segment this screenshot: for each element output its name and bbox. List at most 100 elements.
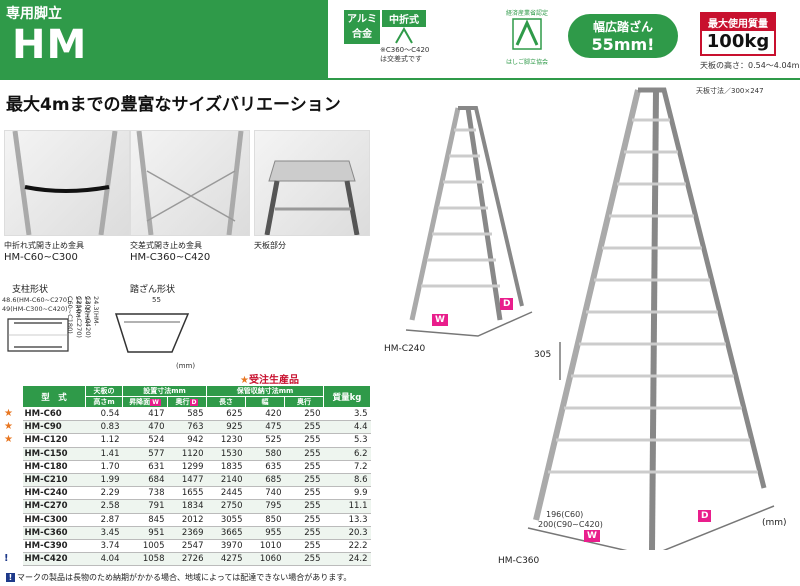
- table-cell-l: 1230: [206, 433, 246, 448]
- table-cell-kg: 4.4: [323, 420, 371, 435]
- table-cell-sd: 255: [284, 486, 324, 501]
- table-cell-l: 1530: [206, 447, 246, 461]
- table-cell-d: 2726: [167, 552, 207, 567]
- table-cell-d: 2369: [167, 526, 207, 540]
- table-cell-sd: 255: [284, 539, 324, 554]
- table-cell-sw: 685: [245, 473, 285, 488]
- table-cell-sw: 850: [245, 513, 285, 527]
- made-to-order-star-icon: ★: [4, 434, 13, 446]
- table-cell-l: 1835: [206, 460, 246, 474]
- detail-range-1: HM-C60~C300: [4, 252, 78, 263]
- table-cell-d: 2547: [167, 539, 207, 554]
- pillar-side-1: 24(HM-C60~C180): [66, 296, 82, 334]
- table-cell-w: 951: [122, 526, 168, 540]
- certification-mark: 経済産業省認定 はしご脚立協会: [500, 8, 554, 68]
- table-cell-sw: 525: [245, 433, 285, 448]
- table-cell-model: HM-C420: [22, 552, 86, 567]
- table-cell-model: HM-C60: [22, 407, 86, 422]
- d-tag-c240: D: [500, 298, 514, 310]
- table-cell-model: HM-C300: [22, 513, 86, 527]
- table-cell-h: 1.70: [85, 460, 123, 474]
- th-height-unit: 高さm: [85, 396, 123, 408]
- table-cell-sw: 475: [245, 420, 285, 435]
- footnote-text: マークの製品は長物のため納期がかかる場合、地域によっては配達できない場合がありま…: [17, 573, 352, 582]
- table-cell-kg: 9.9: [323, 486, 371, 501]
- table-cell-model: HM-C360: [22, 526, 86, 540]
- table-cell-h: 0.54: [85, 407, 123, 422]
- table-cell-h: 2.58: [85, 499, 123, 514]
- table-cell-model: HM-C180: [22, 460, 86, 474]
- table-cell-l: 2445: [206, 486, 246, 501]
- table-cell-sd: 255: [284, 473, 324, 488]
- table-cell-w: 417: [122, 407, 168, 422]
- table-cell-sd: 250: [284, 407, 324, 422]
- table-cell-d: 942: [167, 433, 207, 448]
- w-tag-c240: W: [432, 314, 448, 326]
- series-label: 専用脚立: [6, 6, 62, 22]
- d-tag-c360: D: [698, 510, 712, 522]
- aluminum-badge: アルミ 合金: [344, 10, 380, 44]
- th-weight: 質量kg: [323, 385, 371, 408]
- table-cell-kg: 11.1: [323, 499, 371, 514]
- table-cell-d: 763: [167, 420, 207, 435]
- table-cell-sd: 255: [284, 433, 324, 448]
- headline: 最大4mまでの豊富なサイズバリエーション: [6, 95, 341, 115]
- th-span-w-mark: W: [150, 399, 161, 406]
- header-banner: 専用脚立 HM: [0, 0, 328, 80]
- table-cell-model: HM-C120: [22, 433, 86, 448]
- diagram-label-c240: HM-C240: [384, 344, 426, 354]
- th-stored: 保管収納寸法mm: [206, 385, 324, 397]
- table-cell-sd: 255: [284, 513, 324, 527]
- folding-ladder-icon: [395, 26, 413, 44]
- step-width-value: 55mm!: [591, 35, 655, 54]
- step-width-badge: 幅広踏ざん 55mm!: [568, 14, 678, 58]
- detail-photo-folding-lock: [4, 130, 130, 236]
- th-length: 長さ: [206, 396, 246, 408]
- table-cell-d: 1120: [167, 447, 207, 461]
- footnote: !マークの製品は長物のため納期がかかる場合、地域によっては配達できない場合があり…: [6, 572, 351, 583]
- detail-photo-top-plate: [254, 130, 370, 236]
- table-cell-model: HM-C240: [22, 486, 86, 501]
- table-cell-l: 2140: [206, 473, 246, 488]
- top-size: 天板寸法／300×247: [696, 87, 764, 95]
- detail-caption-1: 中折れ式開き止め金具: [4, 241, 84, 250]
- table-cell-d: 2012: [167, 513, 207, 527]
- th-height: 天板の: [85, 385, 123, 397]
- table-cell-sw: 955: [245, 526, 285, 540]
- table-cell-w: 524: [122, 433, 168, 448]
- folding-lock-illustration: [12, 130, 118, 236]
- folding-note-line2: は交差式です: [380, 55, 422, 63]
- table-cell-sw: 580: [245, 447, 285, 461]
- table-cell-model: HM-C210: [22, 473, 86, 488]
- table-cell-l: 3665: [206, 526, 246, 540]
- table-cell-sd: 255: [284, 460, 324, 474]
- table-cell-d: 585: [167, 407, 207, 422]
- table-cell-w: 791: [122, 499, 168, 514]
- table-cell-l: 3055: [206, 513, 246, 527]
- step-shape-label: 踏ざん形状: [130, 285, 176, 295]
- table-cell-w: 738: [122, 486, 168, 501]
- table-cell-kg: 6.2: [323, 447, 371, 461]
- table-cell-kg: 8.6: [323, 473, 371, 488]
- table-cell-w: 577: [122, 447, 168, 461]
- th-model: 型 式: [22, 385, 86, 408]
- width-note-1: 196(C60): [546, 510, 584, 519]
- pillar-side-2: 24.1(HM-C210~C270): [75, 296, 91, 338]
- made-to-order-legend: ★受注生産品: [240, 371, 299, 386]
- detail-range-2: HM-C360~C420: [130, 252, 211, 263]
- table-cell-kg: 7.2: [323, 460, 371, 474]
- made-to-order-star-icon: ★: [4, 421, 13, 433]
- table-cell-h: 4.04: [85, 552, 123, 567]
- table-cell-kg: 22.2: [323, 539, 371, 554]
- table-cell-h: 1.41: [85, 447, 123, 461]
- note-exclamation-icon: !: [6, 573, 15, 582]
- table-cell-kg: 3.5: [323, 407, 371, 422]
- table-cell-sw: 1010: [245, 539, 285, 554]
